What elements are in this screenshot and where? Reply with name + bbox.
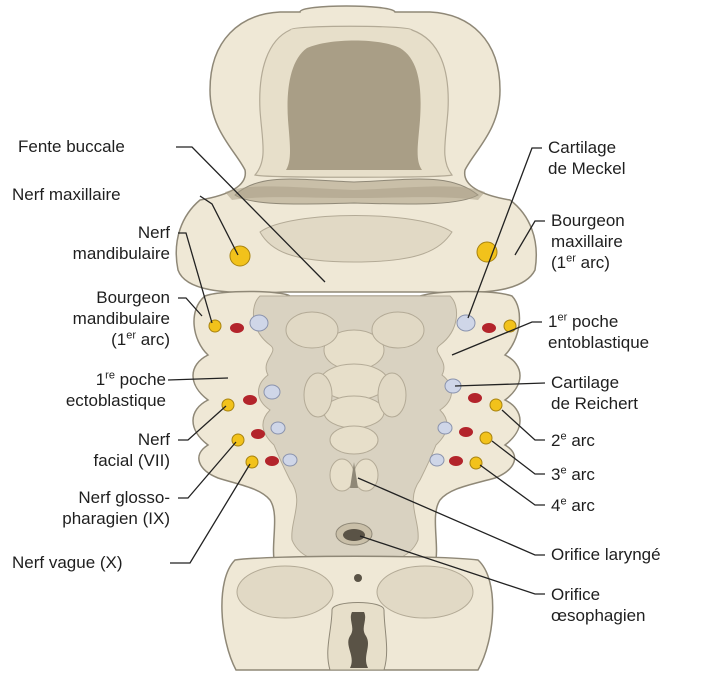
label-bourgeon-mandibulaire: Bourgeon mandibulaire (1er arc) — [30, 287, 170, 350]
cartilage-meckel-right — [457, 315, 475, 331]
bx-sup: er — [566, 252, 576, 264]
esophageal-orifice — [343, 529, 365, 541]
cartilage-meckel-left — [250, 315, 268, 331]
label-nerf-facial-line1: Nerf — [30, 429, 170, 450]
label-bourgeon-mandibulaire-line2: mandibulaire — [30, 308, 170, 329]
artery-4-right — [449, 456, 463, 466]
label-cartilage-reichert-line1: Cartilage — [551, 372, 638, 393]
label-nerf-mandibulaire: Nerf mandibulaire — [30, 222, 170, 264]
label-cartilage-reichert-line2: de Reichert — [551, 393, 638, 414]
nerve-3-right — [480, 432, 492, 444]
tongue-swelling-left-2 — [304, 373, 332, 417]
label-fente-buccale: Fente buccale — [18, 136, 125, 157]
tongue-swelling-right-1 — [372, 312, 424, 348]
artery-2-left — [243, 395, 257, 405]
label-orifice-oesophagien: Orifice œsophagien — [551, 584, 646, 626]
cartilage-4-right — [430, 454, 444, 466]
a2-post: arc — [567, 431, 595, 450]
bx-pre: (1 — [551, 253, 566, 272]
cartilage-3-right — [438, 422, 452, 434]
label-bourgeon-maxillaire: Bourgeon maxillaire (1er arc) — [551, 210, 625, 273]
nerf-vague-dot — [246, 456, 258, 468]
label-bourgeon-mandibulaire-line3: (1er arc) — [30, 329, 170, 350]
tongue-swelling-right-2 — [378, 373, 406, 417]
label-poche-ectoblastique: 1re poche ectoblastique — [14, 369, 166, 411]
tongue-swelling-left-1 — [286, 312, 338, 348]
label-bourgeon-maxillaire-line3: (1er arc) — [551, 252, 625, 273]
nerf-maxillaire-right — [477, 242, 497, 262]
a4-post: arc — [567, 496, 595, 515]
label-poche-ecto-line2: ectoblastique — [14, 390, 166, 411]
nerve-2-right — [490, 399, 502, 411]
label-arc4: 4e arc — [551, 495, 595, 516]
nerve-1-right — [504, 320, 516, 332]
pn-sup: er — [557, 311, 567, 323]
a3-post: arc — [567, 465, 595, 484]
label-cartilage-meckel: Cartilage de Meckel — [548, 137, 625, 179]
cartilage-reichert-left — [264, 385, 280, 399]
tongue-swelling-3 — [324, 396, 384, 428]
label-poche-ecto-line1: 1re poche — [14, 369, 166, 390]
label-nerf-facial-line2: facial (VII) — [30, 450, 170, 471]
bx-post: arc) — [576, 253, 610, 272]
label-nerf-facial: Nerf facial (VII) — [30, 429, 170, 471]
pn-post: poche — [567, 312, 618, 331]
label-poche-ento-line1: 1er poche — [548, 311, 649, 332]
brain-cavity — [286, 41, 422, 171]
label-poche-ento-line2: entoblastique — [548, 332, 649, 353]
somite-right — [377, 566, 473, 618]
label-nerf-glosso: Nerf glosso- pharagien (IX) — [20, 487, 170, 529]
artery-3-left — [251, 429, 265, 439]
arch-4-left — [246, 454, 297, 468]
cartilage-3-left — [271, 422, 285, 434]
nerve-4-right — [470, 457, 482, 469]
label-cartilage-reichert: Cartilage de Reichert — [551, 372, 638, 414]
bm-post: arc) — [136, 330, 170, 349]
label-nerf-mandibulaire-line2: mandibulaire — [30, 243, 170, 264]
label-orifice-oeso-line2: œsophagien — [551, 605, 646, 626]
artery-2-right — [468, 393, 482, 403]
label-bourgeon-maxillaire-line1: Bourgeon — [551, 210, 625, 231]
cartilage-4-left — [283, 454, 297, 466]
pe-pre: 1 — [96, 370, 105, 389]
label-arc3: 3e arc — [551, 464, 595, 485]
label-cartilage-meckel-line2: de Meckel — [548, 158, 625, 179]
label-nerf-glosso-line1: Nerf glosso- — [20, 487, 170, 508]
bm-sup: er — [126, 329, 136, 341]
label-poche-entoblastique: 1er poche entoblastique — [548, 311, 649, 353]
pe-post: poche — [115, 370, 166, 389]
label-nerf-glosso-line2: pharagien (IX) — [20, 508, 170, 529]
bm-pre: (1 — [111, 330, 126, 349]
label-nerf-mandibulaire-line1: Nerf — [30, 222, 170, 243]
label-orifice-larynge: Orifice laryngé — [551, 544, 661, 565]
artery-1-right — [482, 323, 496, 333]
label-bourgeon-mandibulaire-line1: Bourgeon — [30, 287, 170, 308]
nerf-facial-dot — [222, 399, 234, 411]
artery-3-right — [459, 427, 473, 437]
somite-left — [237, 566, 333, 618]
artery-4-left — [265, 456, 279, 466]
tongue-swelling-4 — [330, 426, 378, 454]
label-orifice-oeso-line1: Orifice — [551, 584, 646, 605]
nerf-maxillaire-left — [230, 246, 250, 266]
artery-1-left — [230, 323, 244, 333]
label-arc2: 2e arc — [551, 430, 595, 451]
label-nerf-maxillaire: Nerf maxillaire — [12, 184, 121, 205]
label-bourgeon-maxillaire-line2: maxillaire — [551, 231, 625, 252]
pe-sup: re — [105, 369, 115, 381]
label-nerf-vague: Nerf vague (X) — [12, 552, 123, 573]
notochord — [354, 574, 362, 582]
label-cartilage-meckel-line1: Cartilage — [548, 137, 625, 158]
nerf-mandibulaire-dot — [209, 320, 221, 332]
